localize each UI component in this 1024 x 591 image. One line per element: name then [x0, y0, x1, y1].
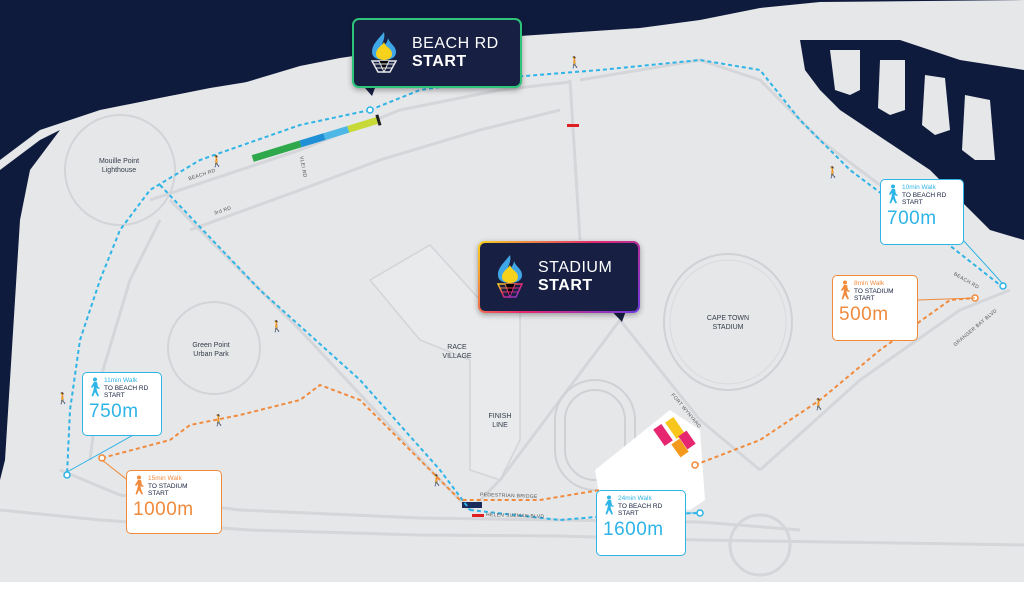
svg-text:🚶: 🚶: [212, 414, 226, 427]
west-sea: [0, 130, 60, 480]
stadium-start-box: STADIUM START: [478, 241, 640, 313]
walk-distance: 1000m: [133, 498, 194, 520]
walk-time: 15min Walk: [148, 475, 182, 482]
walk-distance: 750m: [89, 400, 139, 422]
walk-callout-750m: 11min Walk TO BEACH RD START 750m: [82, 372, 162, 436]
walk-dest: TO STADIUM: [148, 482, 188, 490]
walk-callout-1000m: 15min Walk TO STADIUM START 1000m: [126, 470, 222, 534]
walk-dest: TO BEACH RD: [104, 384, 149, 392]
walking-person-icon: [603, 495, 615, 515]
beach-rd-start-box: BEACH RD START: [352, 18, 522, 88]
walking-person-icon: [887, 184, 899, 204]
place-race-village: RACE VILLAGE: [442, 344, 472, 360]
walk-dest: TO BEACH RD: [618, 502, 663, 510]
walk-time: 10min Walk: [902, 184, 936, 191]
torch-flame-icon: [490, 253, 530, 301]
svg-text:🚶: 🚶: [270, 320, 284, 333]
beach-corrals: [251, 114, 382, 162]
walk-time: 8min Walk: [854, 280, 885, 287]
walk-dest: TO BEACH RD: [902, 191, 947, 199]
walk-distance: 1600m: [603, 518, 664, 540]
beach-start-line1: BEACH RD: [412, 35, 499, 52]
walk-distance: 500m: [839, 303, 889, 325]
place-lighthouse: Mouille Point Lighthouse: [98, 158, 140, 174]
walker-icons: 🚶 🚶 🚶 🚶 🚶 🚶 🚶 🚶: [56, 56, 840, 487]
walk-distance: 700m: [887, 207, 937, 229]
svg-text:🚶: 🚶: [826, 166, 840, 179]
beach-start-line2: START: [412, 53, 467, 70]
walk-dest2: START: [854, 295, 875, 302]
walk-time: 24min Walk: [618, 495, 652, 502]
walk-dest2: START: [148, 490, 169, 497]
walk-time: 11min Walk: [104, 377, 138, 384]
walking-person-icon: [839, 280, 851, 300]
walk-dest2: START: [902, 199, 923, 206]
place-stadium: CAPE TOWN STADIUM: [706, 315, 750, 331]
torch-flame-icon: [364, 30, 404, 76]
stadium-corrals: [653, 416, 696, 458]
svg-text:🚶: 🚶: [210, 155, 224, 168]
stadium-start-line2: START: [538, 277, 593, 294]
walk-dest2: START: [618, 510, 639, 517]
svg-text:🚶: 🚶: [812, 398, 826, 411]
svg-text:🚶: 🚶: [430, 474, 444, 487]
orange-route: [101, 297, 976, 501]
harbour-piers: [830, 50, 995, 160]
walk-dest2: START: [104, 392, 125, 399]
svg-text:🚶: 🚶: [568, 56, 582, 69]
place-green-point: Green Point Urban Park: [192, 342, 230, 358]
walk-dest: TO STADIUM: [854, 287, 894, 295]
walking-person-icon: [89, 377, 101, 397]
walking-person-icon: [133, 475, 145, 495]
walk-callout-700m: 10min Walk TO BEACH RD START 700m: [880, 179, 964, 245]
svg-text:🚶: 🚶: [56, 392, 70, 405]
stadium-start-line1: STADIUM: [538, 259, 613, 276]
place-finish-line: FINISH LINE: [488, 413, 512, 429]
walk-callout-500m: 8min Walk TO STADIUM START 500m: [832, 275, 918, 341]
walk-callout-1600m: 24min Walk TO BEACH RD START 1600m: [596, 490, 686, 556]
